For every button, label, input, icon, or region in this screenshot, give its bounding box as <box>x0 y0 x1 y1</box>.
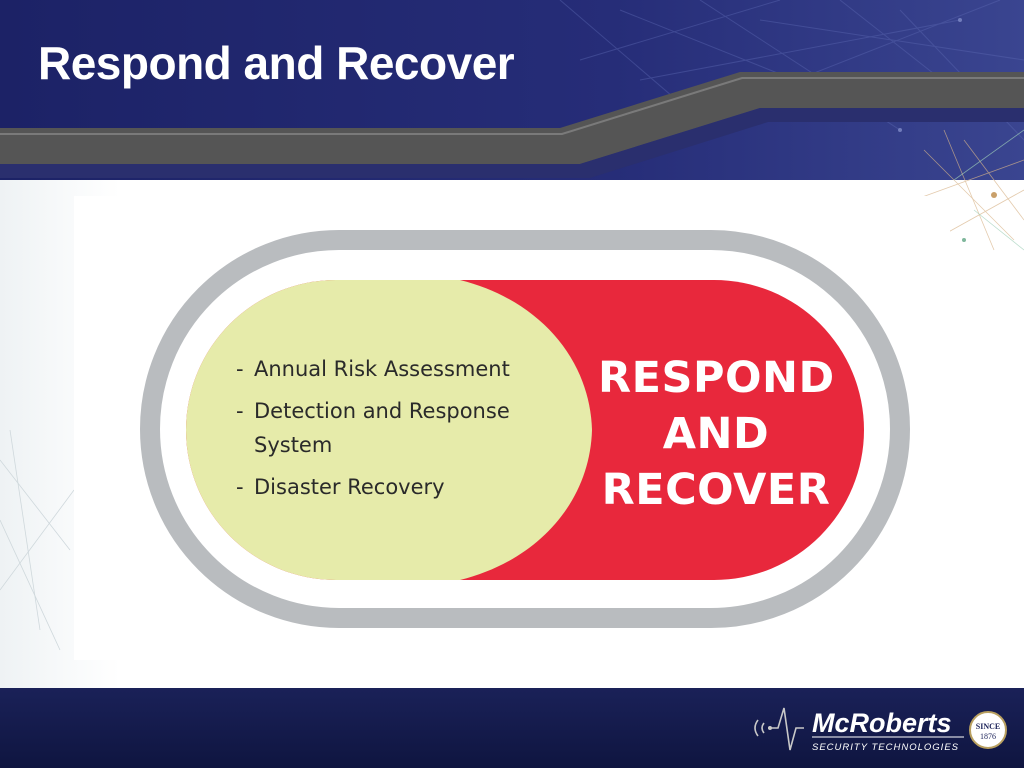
list-item: - Disaster Recovery <box>236 470 556 504</box>
list-item: - Annual Risk Assessment <box>236 352 556 386</box>
mcroberts-logo: McRoberts SECURITY TECHNOLOGIES SINCE 18… <box>754 707 1007 753</box>
respond-recover-label: RESPOND AND RECOVER <box>598 350 834 518</box>
slide-title: Respond and Recover <box>38 37 515 89</box>
svg-text:McRoberts: McRoberts <box>812 708 952 738</box>
list-item-text: Detection and Response System <box>254 399 510 457</box>
slide-footer <box>0 688 1024 768</box>
label-line: RESPOND <box>598 353 835 403</box>
label-line: RECOVER <box>601 465 831 515</box>
list-dash: - <box>236 357 244 381</box>
outer-ring <box>140 230 910 628</box>
list-dash: - <box>236 475 244 499</box>
diagram-list: - Annual Risk Assessment - Detection and… <box>236 352 556 504</box>
list-item-text: Annual Risk Assessment <box>254 357 510 381</box>
network-decoration-left <box>0 430 75 651</box>
label-line: AND <box>662 409 770 459</box>
slide-header: Respond and Recover <box>0 0 1024 180</box>
header-network-graphic <box>0 0 1024 180</box>
list-item: - Detection and Response System <box>236 394 556 462</box>
list-dash: - <box>236 399 244 423</box>
network-decoration-right <box>913 129 1024 251</box>
svg-text:SINCE: SINCE <box>976 722 1000 731</box>
svg-text:1876: 1876 <box>980 732 996 741</box>
yellow-half <box>186 280 592 580</box>
list-item-text: Disaster Recovery <box>254 475 445 499</box>
svg-text:SECURITY TECHNOLOGIES: SECURITY TECHNOLOGIES <box>812 742 959 753</box>
